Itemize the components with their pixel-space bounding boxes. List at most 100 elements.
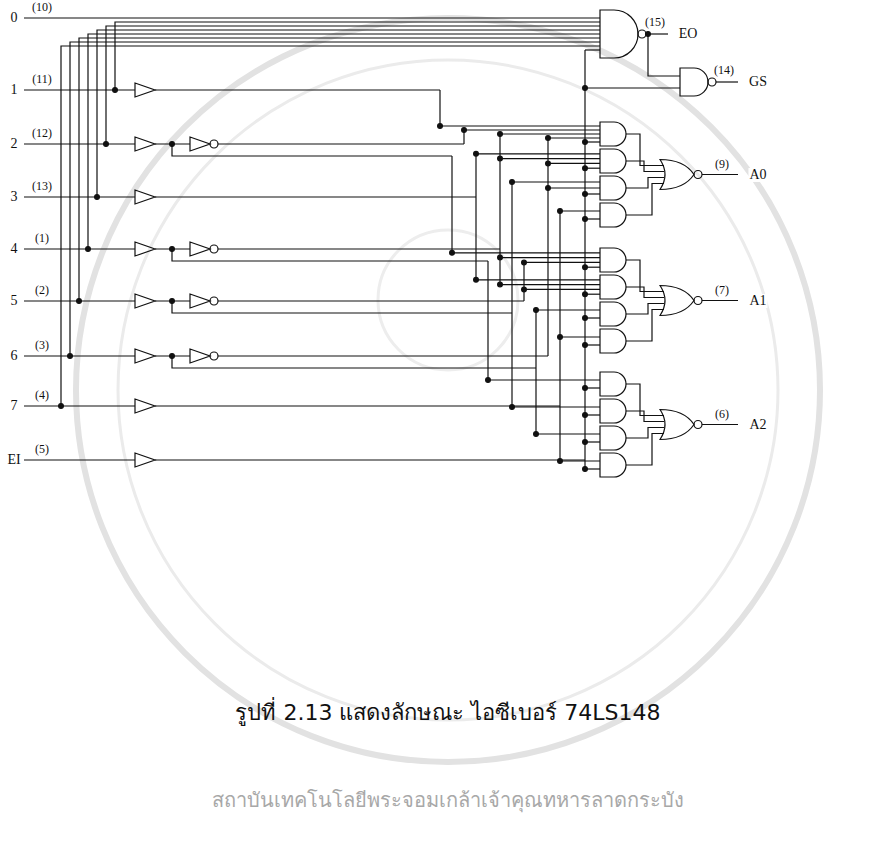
wire	[548, 187, 600, 188]
pin-number: (6)	[714, 408, 730, 420]
and-gate	[600, 203, 626, 227]
wire	[523, 262, 524, 301]
wire	[218, 248, 500, 249]
wire	[584, 50, 585, 469]
and-gate	[600, 329, 626, 353]
input-name: 0	[10, 11, 19, 25]
input-name: 5	[10, 294, 19, 308]
wire	[452, 252, 600, 253]
wire	[648, 34, 680, 76]
nor-gate	[660, 160, 694, 190]
wire	[463, 130, 464, 144]
input-name: 4	[10, 242, 19, 256]
wire	[172, 249, 488, 261]
wire	[560, 210, 600, 211]
inverter-bubble	[210, 352, 218, 360]
wire	[499, 134, 500, 285]
wire	[524, 262, 600, 263]
wire	[626, 287, 664, 298]
wire	[536, 433, 600, 434]
pin-number: (1)	[34, 232, 50, 244]
pin-number: (14)	[713, 64, 735, 76]
buffer-symbol	[135, 294, 155, 308]
nor-gate	[660, 410, 694, 440]
and-gate	[600, 176, 626, 200]
wire	[548, 137, 600, 138]
wire	[464, 129, 600, 130]
wire	[61, 46, 600, 406]
wire	[172, 144, 452, 156]
output-name: A2	[748, 418, 767, 432]
wire	[626, 304, 664, 315]
wire	[106, 26, 600, 144]
pin-number: (10)	[31, 1, 53, 13]
wire	[172, 356, 536, 368]
pin-number: (11)	[31, 73, 53, 85]
wire	[536, 309, 600, 310]
wire	[585, 218, 600, 219]
pin-number: (9)	[714, 158, 730, 170]
wire	[172, 301, 512, 313]
and-gate	[600, 399, 626, 423]
inverter-symbol	[190, 137, 210, 151]
wire	[626, 178, 664, 189]
and-gate	[600, 248, 626, 272]
pin-number: (13)	[31, 180, 53, 192]
wire	[512, 406, 600, 407]
wire	[524, 289, 600, 290]
buffer-symbol	[135, 83, 155, 97]
input-name: 2	[10, 137, 19, 151]
wire	[88, 34, 600, 249]
wire	[79, 38, 600, 301]
wiring	[24, 10, 738, 477]
and-gate	[600, 149, 626, 173]
figure-caption: รูปที่ 2.13 แสดงลักษณะ ไอซีเบอร์ 74LS148	[235, 695, 660, 730]
wire	[702, 424, 738, 425]
wire	[218, 355, 548, 356]
wire	[70, 42, 600, 356]
wire	[585, 344, 600, 345]
buffer-symbol	[135, 242, 155, 256]
wire	[585, 387, 600, 388]
wire	[218, 143, 464, 144]
wire	[155, 405, 560, 406]
input-name: 1	[10, 83, 19, 97]
inverter-bubble	[694, 171, 702, 179]
input-name: 3	[10, 190, 19, 204]
wire	[585, 87, 680, 88]
and-gate	[600, 302, 626, 326]
nand-gate	[680, 68, 708, 96]
inverter-symbol	[190, 349, 210, 363]
input-name: EI	[6, 453, 21, 467]
wire	[24, 17, 600, 18]
wire	[626, 411, 664, 422]
wire	[547, 138, 548, 356]
wire	[488, 379, 600, 380]
inverter-bubble	[210, 297, 218, 305]
inverter-symbol	[190, 242, 210, 256]
wire	[585, 267, 600, 268]
buffer-symbol	[135, 349, 155, 363]
wire	[626, 184, 664, 216]
inverter-bubble	[708, 78, 716, 86]
wire	[476, 153, 600, 154]
wire	[512, 181, 600, 182]
wire	[585, 414, 600, 415]
buffer-symbol	[135, 137, 155, 151]
wire	[626, 434, 664, 466]
buffer-symbol	[135, 190, 155, 204]
wire	[155, 459, 585, 460]
pin-number: (2)	[34, 284, 50, 296]
pin-number: (4)	[34, 389, 50, 401]
wire	[155, 196, 476, 197]
wire	[626, 428, 664, 439]
output-name: GS	[748, 75, 768, 89]
wire	[155, 89, 440, 90]
and-gate	[600, 275, 626, 299]
wire	[585, 49, 600, 50]
pin-number: (15)	[644, 16, 666, 28]
wire	[702, 174, 738, 175]
wire	[218, 300, 524, 301]
wire	[585, 317, 600, 318]
inverter-bubble	[210, 245, 218, 253]
